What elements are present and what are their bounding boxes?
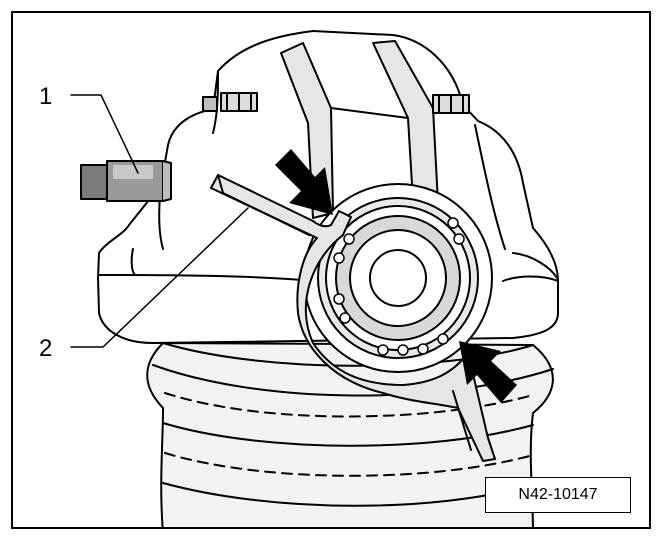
bolt-right bbox=[432, 94, 470, 114]
technical-drawing bbox=[70, 30, 559, 527]
figure-reference-box: N42-10147 bbox=[485, 477, 631, 513]
arrow-icon bbox=[459, 341, 517, 403]
figure-reference-code: N42-10147 bbox=[518, 486, 598, 503]
bearing-assembly bbox=[303, 183, 493, 373]
arrow-icon bbox=[275, 149, 333, 215]
callout-number-1: 1 bbox=[39, 83, 53, 110]
leader-line-2 bbox=[70, 207, 249, 348]
assembly-tool bbox=[210, 174, 496, 462]
sensor-plug bbox=[80, 160, 172, 202]
leader-line-1 bbox=[70, 94, 139, 174]
bolt-left bbox=[202, 92, 258, 112]
callout-number-2: 2 bbox=[39, 335, 53, 362]
diagram-frame: 1 2 N42-10147 bbox=[11, 11, 651, 529]
